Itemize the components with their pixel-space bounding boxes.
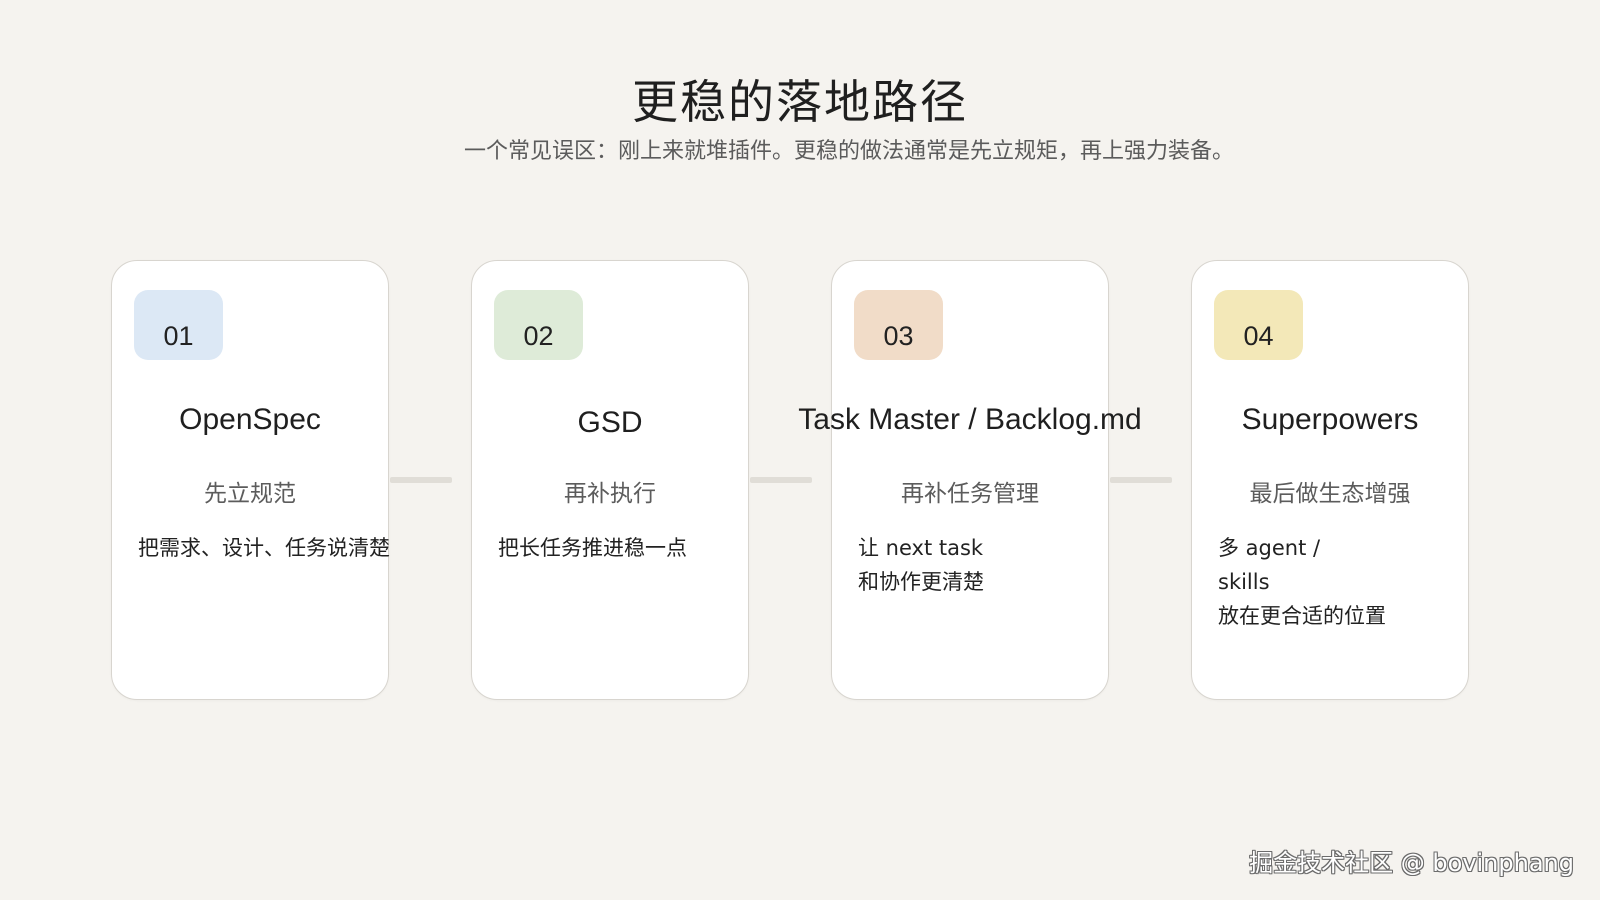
step-description: 多 agent / skills 放在更合适的位置 — [1218, 531, 1508, 633]
step-card-2: 02 GSD 再补执行 把长任务推进稳一点 — [471, 260, 749, 700]
step-description: 把需求、设计、任务说清楚 — [138, 531, 428, 565]
step-description: 让 next task 和协作更清楚 — [858, 531, 1148, 599]
step-name: GSD — [577, 406, 643, 439]
connector-2-3 — [750, 477, 812, 483]
page-subtitle: 一个常见误区：刚上来就堆插件。更稳的做法通常是先立规矩，再上强力装备。 — [463, 139, 1234, 164]
connector-3-4 — [1110, 477, 1172, 483]
step-role: 再补任务管理 — [901, 481, 1039, 507]
step-description-line: 多 agent / — [1218, 536, 1321, 560]
step-number-badge: 01 — [134, 290, 223, 360]
step-description-line: skills — [1218, 570, 1270, 594]
step-role: 先立规范 — [204, 481, 296, 507]
step-description-line: 把长任务推进稳一点 — [498, 536, 687, 560]
step-description-line: 和协作更清楚 — [858, 570, 984, 594]
step-number-badge: 02 — [494, 290, 583, 360]
connector-1-2 — [390, 477, 452, 483]
step-card-1: 01 OpenSpec 先立规范 把需求、设计、任务说清楚 — [111, 260, 390, 700]
step-description-line: 让 next task — [858, 536, 984, 560]
step-card-4: 04 Superpowers 最后做生态增强 多 agent / skills … — [1191, 260, 1469, 700]
step-card-3: 03 Task Master / Backlog.md 再补任务管理 让 nex… — [798, 260, 1142, 700]
step-number-badge: 04 — [1214, 290, 1303, 360]
step-name: Task Master / Backlog.md — [798, 403, 1142, 436]
step-name: OpenSpec — [179, 403, 321, 436]
step-number-badge: 03 — [854, 290, 943, 360]
step-role: 再补执行 — [564, 481, 656, 507]
page-title: 更稳的落地路径 — [632, 75, 968, 129]
step-description: 把长任务推进稳一点 — [498, 531, 788, 565]
step-role: 最后做生态增强 — [1249, 481, 1411, 507]
step-description-line: 放在更合适的位置 — [1218, 604, 1386, 628]
step-name: Superpowers — [1241, 403, 1419, 436]
step-description-line: 把需求、设计、任务说清楚 — [138, 536, 390, 560]
watermark: 掘金技术社区 @ bovinphang — [1249, 849, 1574, 877]
